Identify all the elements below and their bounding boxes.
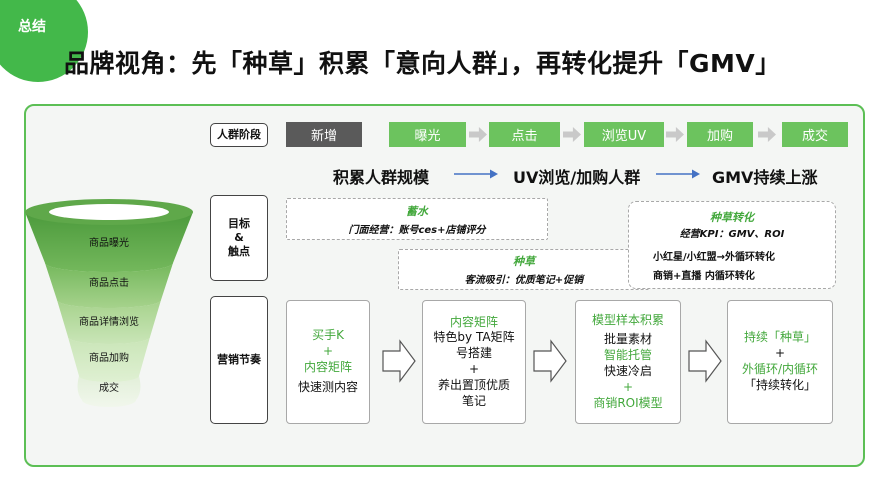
mkt3-line6: 商销ROI模型: [593, 395, 663, 410]
stage-uv: 浏览UV: [584, 122, 664, 147]
mkt2-line1: 内容矩阵: [449, 314, 498, 329]
marketing-box-1: 买手K + 内容矩阵 快速测内容: [286, 300, 370, 424]
funnel-label-2: 商品点击: [89, 276, 129, 289]
goal-xushui-text: 门面经营：账号ces+店铺评分: [348, 224, 486, 236]
flow-step-1: 积累人群规模: [333, 168, 430, 187]
funnel-label-5: 成交: [99, 381, 119, 394]
stage-add-cart: 加购: [687, 122, 753, 147]
marketing-label: 营销节奏: [210, 296, 268, 424]
mkt3-line5: +: [622, 379, 634, 394]
stage-exposure: 曝光: [389, 122, 466, 147]
mkt3-line4: 快速冷启: [603, 364, 652, 378]
goal-convert-box: 种草转化 经营KPI：GMV、ROI 小红星/小红盟→外循环转化 商销+直播 内…: [628, 201, 836, 289]
goal-convert-kpi: 经营KPI：GMV、ROI: [679, 229, 785, 240]
funnel-label-3: 商品详情浏览: [79, 315, 139, 328]
stage-row-label-text: 人群阶段: [217, 127, 261, 141]
funnel-diagram: 商品曝光 商品点击 商品详情浏览 商品加购 成交: [25, 199, 193, 407]
marketing-box-3: 模型样本积累 批量素材 智能托管 快速冷启 + 商销ROI模型: [575, 300, 681, 424]
goal-convert-line1: 小红星/小红盟→外循环转化: [653, 252, 776, 263]
flow-step-2: UV浏览/加购人群: [513, 168, 641, 187]
goal-convert-title: 种草转化: [710, 211, 754, 224]
funnel-level-5: [77, 376, 141, 407]
funnel-label-1: 商品曝光: [89, 236, 129, 249]
mkt2-line4: +: [468, 362, 480, 376]
funnel-level-3: [57, 300, 161, 344]
funnel-label-4: 商品加购: [89, 351, 129, 364]
badge-label: 总结: [18, 19, 46, 35]
mkt1-line2: +: [322, 343, 334, 358]
step-arrow-icon: [382, 339, 416, 383]
flow-arrow-icon: [656, 169, 700, 179]
goals-label-line2: &: [234, 230, 244, 244]
step-arrow-icon: [688, 339, 722, 383]
mkt4-line2: +: [774, 346, 786, 361]
stage-deal: 成交: [782, 122, 848, 147]
funnel-level-1: [25, 212, 193, 272]
page-title: 品牌视角：先「种草」积累「意向人群」，再转化提升「GMV」: [64, 49, 781, 78]
stage-row-label: 人群阶段: [210, 123, 268, 147]
step-arrow-icon: [533, 339, 567, 383]
stage-new: 新增: [286, 122, 362, 147]
goal-xushui-title: 蓄水: [406, 204, 428, 218]
mkt2-line2: 特色by TA矩阵: [433, 330, 515, 345]
mkt4-line1: 持续「种草」: [743, 330, 816, 345]
mkt4-line4: 「持续转化」: [743, 377, 816, 392]
mkt1-line3: 内容矩阵: [303, 359, 352, 374]
flow-arrow-icon: [454, 169, 498, 179]
mkt3-line3: 智能托管: [603, 348, 652, 363]
mkt3-line2: 批量素材: [603, 332, 652, 347]
goal-xushui-box: 蓄水 门面经营：账号ces+店铺评分: [286, 198, 548, 240]
marketing-box-2: 内容矩阵 特色by TA矩阵 号搭建 + 养出置顶优质 笔记: [422, 300, 526, 424]
mkt2-line3: 号搭建: [455, 346, 492, 361]
mkt2-line6: 笔记: [461, 393, 486, 408]
funnel-level-2: [45, 263, 173, 308]
mkt4-line3: 外循环/内循环: [741, 362, 819, 376]
goals-label-line3: 触点: [228, 245, 250, 259]
marketing-box-4: 持续「种草」 + 外循环/内循环 「持续转化」: [727, 300, 833, 424]
goals-label: 目标 & 触点: [210, 195, 268, 281]
marketing-label-text: 营销节奏: [217, 352, 261, 366]
mkt3-line1: 模型样本积累: [591, 312, 664, 327]
mkt2-line5: 养出置顶优质: [437, 377, 510, 392]
goal-convert-line2: 商销+直播 内循环转化: [653, 271, 755, 282]
goal-zhongcao-title: 种草: [513, 255, 535, 268]
funnel-level-4: [68, 337, 150, 382]
stage-click: 点击: [489, 122, 560, 147]
funnel-opening: [49, 204, 169, 220]
summary-badge: 总结: [0, 0, 88, 82]
flow-step-3: GMV持续上涨: [712, 168, 818, 187]
goals-label-line1: 目标: [228, 216, 250, 230]
mkt1-line1: 买手K: [312, 327, 344, 342]
mkt1-line4: 快速测内容: [297, 380, 358, 395]
goal-zhongcao-text: 客流吸引：优质笔记+促销: [464, 275, 584, 286]
goal-zhongcao-box: 种草 客流吸引：优质笔记+促销: [398, 249, 650, 290]
